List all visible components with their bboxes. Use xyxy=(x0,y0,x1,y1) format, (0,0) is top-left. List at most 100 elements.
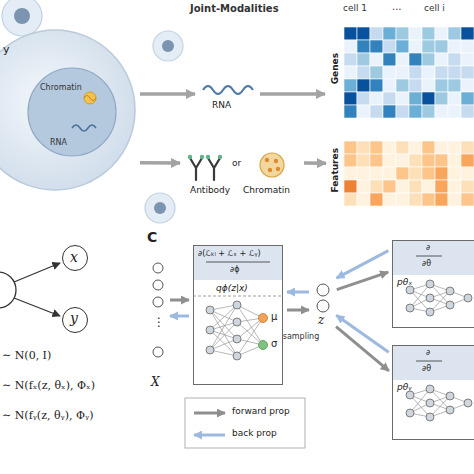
node-text: ∂θ xyxy=(422,364,431,373)
heatmap-cell xyxy=(461,167,474,180)
heatmap-cell xyxy=(435,40,448,53)
heatmap-cell xyxy=(409,66,422,79)
input-layer: X xyxy=(150,258,166,398)
unit xyxy=(464,294,472,302)
unit xyxy=(233,318,241,326)
rna-strand xyxy=(72,125,96,131)
dependency-arrow xyxy=(14,263,60,282)
heatmap-cell xyxy=(409,193,422,206)
variance-unit xyxy=(259,341,268,350)
encoder-weights xyxy=(210,305,263,356)
chromatin-spot xyxy=(265,158,269,162)
heatmap-cell xyxy=(461,154,474,167)
node-text: Antibody xyxy=(190,185,230,195)
heatmap-cell xyxy=(422,66,435,79)
node-text: X xyxy=(151,376,160,390)
heatmap-cell xyxy=(396,105,409,118)
heatmap-cell xyxy=(409,154,422,167)
heatmap-cell xyxy=(396,53,409,66)
heatmap-cell xyxy=(370,27,383,40)
heatmap-cell xyxy=(435,66,448,79)
heatmap-cell xyxy=(357,27,370,40)
unit xyxy=(426,308,434,316)
heatmap-cell xyxy=(435,92,448,105)
heatmap-cell xyxy=(409,53,422,66)
heatmap-cell xyxy=(344,141,357,154)
heatmap-cell xyxy=(344,154,357,167)
node-text: pθᵧ xyxy=(397,382,412,392)
cell-body xyxy=(153,31,183,61)
edge-label: sampling xyxy=(283,332,320,341)
heatmap-cell xyxy=(409,92,422,105)
rna-modality: RNA xyxy=(200,78,255,118)
heatmap-cell xyxy=(370,105,383,118)
heatmap-cell xyxy=(396,79,409,92)
unit xyxy=(426,413,434,421)
unit xyxy=(446,392,454,400)
heatmap-cell xyxy=(344,53,357,66)
protein-chromatin-modality: AntibodyorChromatin xyxy=(185,148,300,200)
heatmap-cell xyxy=(370,141,383,154)
heatmap-cell xyxy=(383,79,396,92)
heatmap-cell xyxy=(422,40,435,53)
heatmap-cell xyxy=(344,66,357,79)
heatmap-cell xyxy=(409,167,422,180)
forward-arrow xyxy=(260,92,325,96)
heatmap-cell xyxy=(370,167,383,180)
heatmap-cell xyxy=(383,154,396,167)
heatmap-cell xyxy=(370,40,383,53)
antibody-tip xyxy=(200,155,204,159)
observed-variable: y xyxy=(62,307,88,333)
heatmap-cell xyxy=(396,92,409,105)
heatmap-cell xyxy=(409,180,422,193)
node-text: Chromatin xyxy=(40,83,82,92)
node-text: y xyxy=(70,310,78,326)
unit xyxy=(464,399,472,407)
heatmap-cell xyxy=(396,193,409,206)
unit xyxy=(446,301,454,309)
unit xyxy=(206,346,214,354)
annotation-label: Joint-Modalities xyxy=(190,3,279,15)
heatmap-cell xyxy=(448,141,461,154)
heatmap-cells xyxy=(344,27,474,118)
decoder-units xyxy=(406,385,472,421)
legend-box xyxy=(185,398,305,448)
heatmap-cell xyxy=(435,154,448,167)
heatmap-cell xyxy=(461,141,474,154)
unit xyxy=(426,399,434,407)
unit xyxy=(406,409,414,417)
unit xyxy=(206,326,214,334)
node-text: z xyxy=(318,314,324,328)
unit xyxy=(233,352,241,360)
latent-unit xyxy=(317,284,329,296)
heatmap-cell xyxy=(461,66,474,79)
heatmap-cell xyxy=(422,154,435,167)
heatmap-cell xyxy=(370,180,383,193)
heatmap-cell xyxy=(422,92,435,105)
heatmap-cell xyxy=(383,180,396,193)
cell-membrane xyxy=(0,30,135,190)
gene-heatmap: Genes xyxy=(330,25,474,125)
unit xyxy=(446,287,454,295)
heatmap-cells xyxy=(344,141,474,206)
fraction-line xyxy=(206,262,270,263)
unit xyxy=(426,294,434,302)
heatmap-cell xyxy=(357,193,370,206)
heatmap-cell xyxy=(357,40,370,53)
heatmap-cell xyxy=(370,53,383,66)
heatmap-cell xyxy=(383,66,396,79)
cell-nucleus xyxy=(154,202,166,214)
heatmap-cell xyxy=(422,167,435,180)
cell-body xyxy=(145,193,175,223)
unit xyxy=(206,306,214,314)
heatmap-cell xyxy=(344,105,357,118)
heatmap-cell xyxy=(383,167,396,180)
heatmap-cell xyxy=(357,79,370,92)
heatmap-cell xyxy=(448,193,461,206)
heatmap-cell xyxy=(344,167,357,180)
decoder-weights xyxy=(410,284,468,312)
annotation-label: cell i xyxy=(424,3,445,13)
heatmap-cell xyxy=(344,180,357,193)
heatmap-cell xyxy=(357,105,370,118)
